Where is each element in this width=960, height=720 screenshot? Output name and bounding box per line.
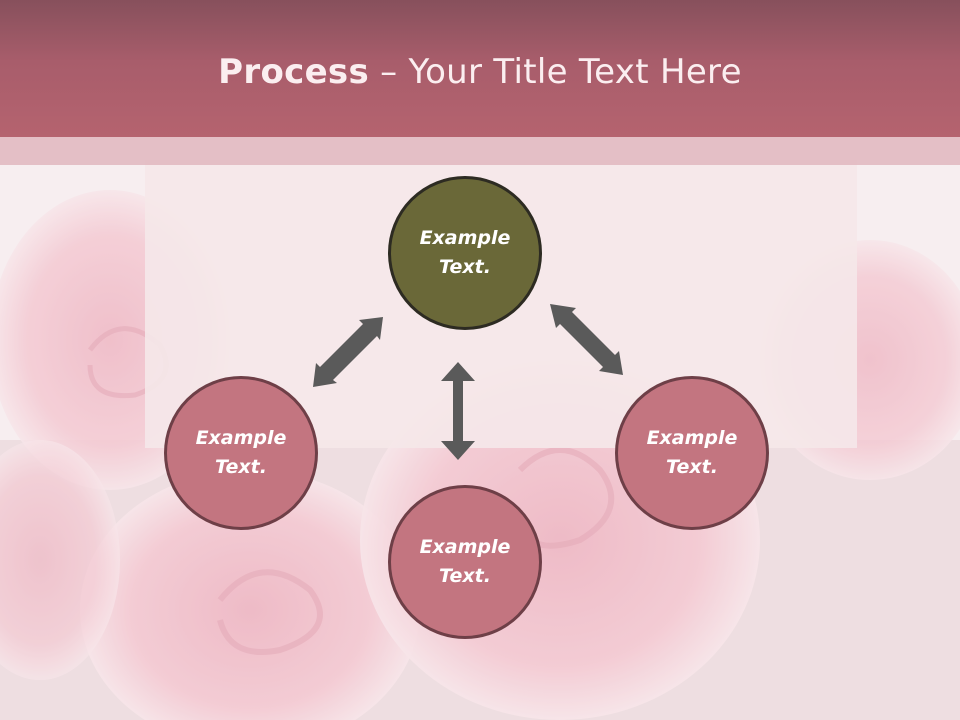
title-bar (0, 0, 960, 137)
arrow-top-left (313, 317, 383, 387)
process-node-left[interactable]: Example Text. (164, 376, 318, 530)
slide-title: Process – Your Title Text Here (0, 52, 960, 92)
arrow-top-right (550, 304, 623, 375)
title-rest-part: – Your Title Text Here (369, 52, 742, 92)
title-accent-strip (0, 137, 960, 165)
title-bold-part: Process (218, 52, 370, 92)
process-node-bottom[interactable]: Example Text. (388, 485, 542, 639)
process-node-right[interactable]: Example Text. (615, 376, 769, 530)
process-node-top[interactable]: Example Text. (388, 176, 542, 330)
arrow-vertical (441, 362, 475, 460)
